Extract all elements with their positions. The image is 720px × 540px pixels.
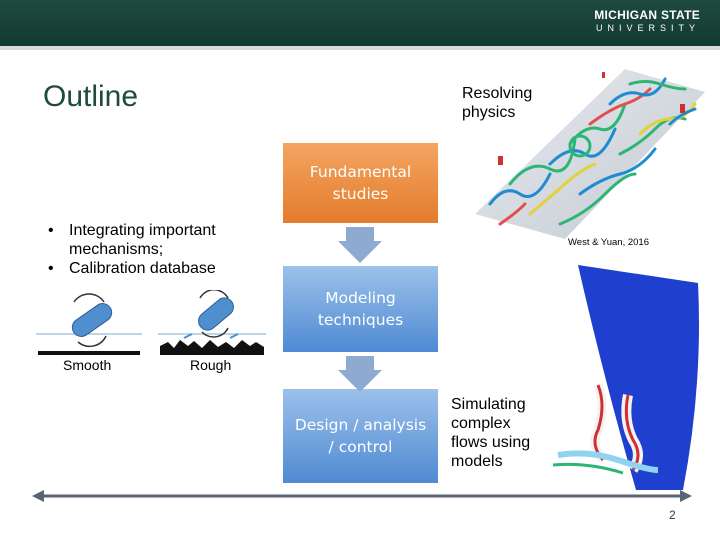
image-credit: West & Yuan, 2016	[568, 237, 649, 248]
bullet-list: • Integrating important mechanisms; • Ca…	[40, 221, 216, 278]
bullet-item: • Calibration database	[40, 259, 216, 278]
bullet-2-line1: Calibration database	[69, 260, 216, 277]
bullet-1-line1: Integrating important	[69, 222, 216, 239]
msu-logo: MICHIGAN STATE UNIVERSITY	[594, 8, 700, 34]
down-arrow-icon	[338, 227, 382, 263]
particle-wall-illustration	[36, 290, 266, 355]
bullet-dot: •	[48, 260, 54, 277]
rough-label: Rough	[190, 357, 232, 373]
down-arrow-icon	[338, 356, 382, 392]
modeling-techniques-box: Modeling techniques	[283, 266, 438, 352]
header-divider	[0, 46, 720, 50]
logo-line1: MICHIGAN STATE	[594, 8, 700, 22]
timeline-arrow	[32, 490, 692, 502]
fundamental-studies-box: Fundamental studies	[283, 143, 438, 223]
box1-line1: Fundamental	[309, 163, 412, 181]
simulating-label: Simulating complex flows using models	[451, 396, 531, 470]
bullet-1-line2: mechanisms;	[69, 241, 164, 258]
turbulence-simulation-image	[475, 69, 705, 239]
slide-title: Outline	[43, 80, 139, 113]
header-bar: MICHIGAN STATE UNIVERSITY	[0, 0, 720, 46]
logo-line2: UNIVERSITY	[595, 23, 700, 33]
box2-line2: techniques	[317, 311, 404, 329]
bullet-dot: •	[48, 222, 54, 239]
page-number: 2	[669, 508, 676, 522]
design-analysis-box: Design / analysis / control	[283, 389, 438, 483]
box2-line1: Modeling	[325, 289, 396, 307]
flow-simulation-image	[552, 265, 699, 490]
box3-line1: Design / analysis	[294, 416, 427, 434]
bullet-item: • Integrating important mechanisms;	[40, 221, 216, 259]
smooth-label: Smooth	[63, 357, 112, 373]
box1-line2: studies	[332, 185, 389, 203]
resolving-physics-label: Resolving physics	[462, 85, 533, 121]
box3-line2: / control	[328, 438, 393, 456]
